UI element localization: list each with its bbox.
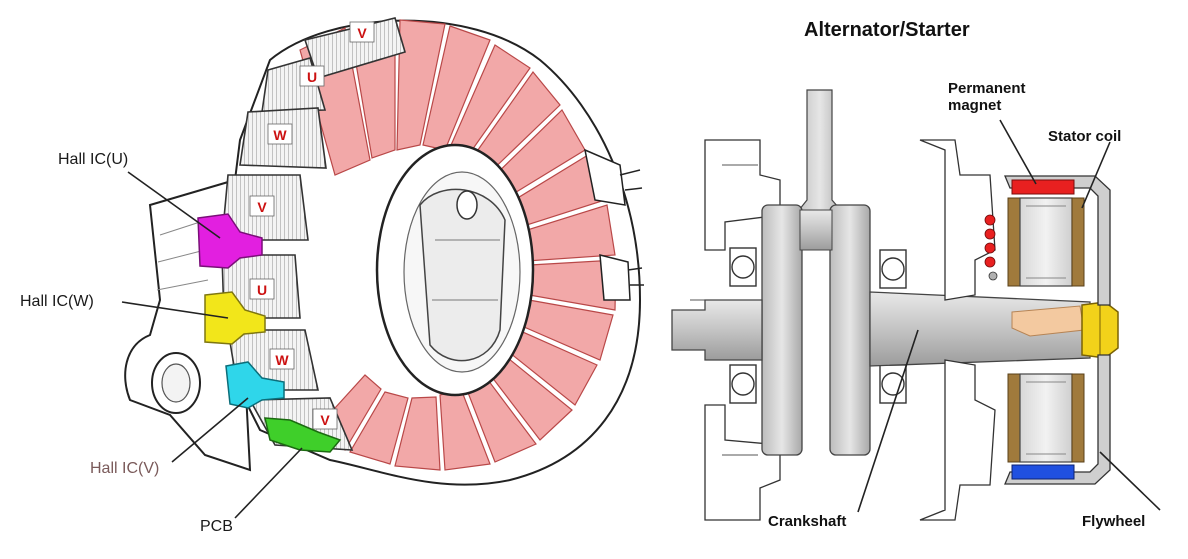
label-pcb: PCB bbox=[200, 518, 233, 535]
side-cover bbox=[919, 139, 996, 521]
coil-windings bbox=[299, 19, 617, 471]
connecting-rod bbox=[793, 89, 847, 216]
hall-ic-v-sensor bbox=[225, 361, 285, 409]
stator-leader-lines bbox=[121, 171, 303, 519]
bearing-left bbox=[729, 247, 757, 404]
phase-label: V bbox=[320, 412, 330, 428]
alternator-section bbox=[671, 89, 1161, 521]
crank-web-right bbox=[829, 204, 871, 456]
stator-coil-lower bbox=[1007, 373, 1085, 463]
alternator-leader-lines bbox=[857, 119, 1161, 513]
bearing-right bbox=[879, 249, 907, 404]
phase-label: U bbox=[257, 282, 267, 298]
phase-label: V bbox=[257, 199, 267, 215]
permanent-magnet-red bbox=[1011, 179, 1075, 195]
diagram-title: Alternator/Starter bbox=[804, 19, 970, 41]
label-permanent-magnet: Permanent magnet bbox=[948, 80, 1026, 115]
pcb-board bbox=[264, 417, 342, 453]
rotor-hub bbox=[419, 188, 506, 362]
phase-badges: V U W V U W V bbox=[249, 21, 375, 430]
phase-label: W bbox=[273, 127, 287, 143]
crank-web-left bbox=[761, 204, 803, 456]
phase-label: V bbox=[357, 25, 367, 41]
label-hall-ic-u: Hall IC(U) bbox=[58, 151, 129, 168]
hall-ic-w-sensor bbox=[204, 291, 266, 345]
phase-label: W bbox=[275, 352, 289, 368]
label-hall-ic-v: Hall IC(V) bbox=[90, 460, 160, 477]
hall-ic-u-sensor bbox=[197, 213, 263, 269]
permanent-magnet-blue bbox=[1011, 464, 1075, 480]
stator-coil-upper bbox=[1007, 197, 1085, 287]
label-stator-coil: Stator coil bbox=[1048, 128, 1122, 145]
crankshaft bbox=[671, 299, 763, 361]
shaft-copper-sleeve bbox=[1011, 305, 1085, 337]
label-flywheel: Flywheel bbox=[1082, 513, 1146, 530]
crank-pin bbox=[799, 209, 833, 251]
label-hall-ic-w: Hall IC(W) bbox=[20, 293, 94, 310]
label-crankshaft: Crankshaft bbox=[768, 513, 847, 530]
lead-wires bbox=[583, 148, 644, 301]
stator-assembly: V U W V U W V bbox=[121, 17, 644, 519]
stator-wire-bundle bbox=[984, 214, 998, 281]
phase-label: U bbox=[307, 69, 317, 85]
